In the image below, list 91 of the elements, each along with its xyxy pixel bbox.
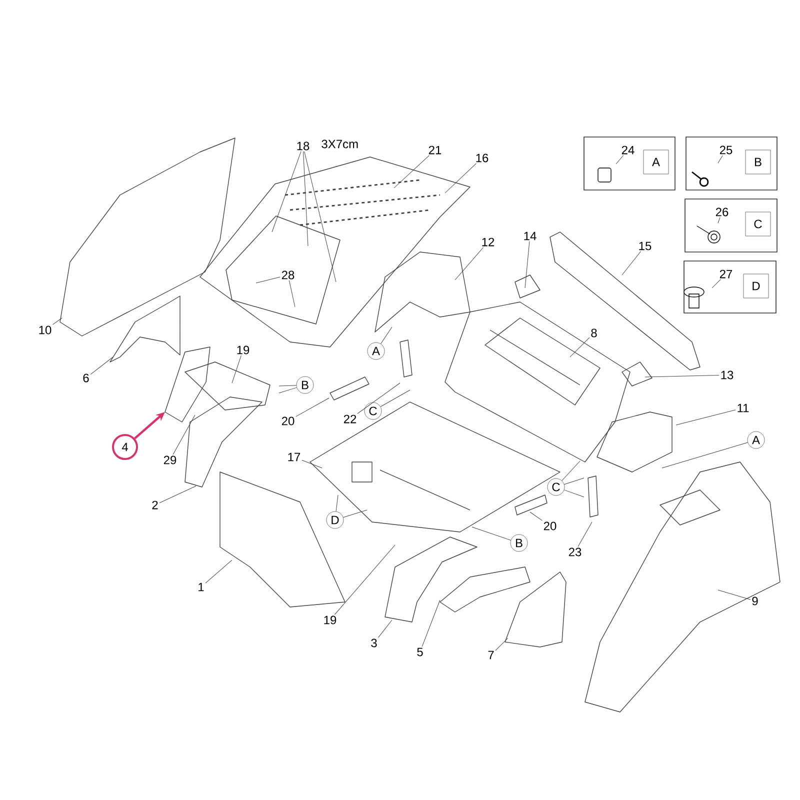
letter-box: A	[643, 150, 669, 174]
circled-letter: B	[296, 376, 314, 394]
callout-number: 9	[752, 596, 758, 606]
leader-line	[205, 560, 232, 584]
callout-number: 26	[716, 208, 728, 216]
callout-number: 28	[282, 270, 294, 280]
leader-line	[303, 151, 308, 246]
dimension-text: 3X7cm	[322, 140, 358, 148]
callout-number: 5	[417, 648, 423, 656]
leader-line	[380, 326, 392, 344]
circled-letter: C	[547, 478, 565, 496]
callout-number: 19	[237, 346, 250, 354]
callout-number: 15	[639, 242, 652, 250]
leader-line	[52, 318, 62, 325]
leader-line	[278, 385, 297, 386]
leader-line	[302, 460, 322, 468]
callout-number: 8	[591, 328, 597, 338]
leader-line	[378, 620, 392, 638]
leader-line	[454, 247, 484, 280]
callout-number: 3	[371, 638, 377, 648]
callout-number: 13	[721, 370, 734, 380]
callout-number: 20	[282, 416, 294, 426]
callout-number: 27	[720, 270, 732, 278]
callout-number: 25	[720, 146, 732, 154]
callout-number: 2	[152, 500, 158, 510]
leader-line	[616, 155, 624, 164]
leader-line	[718, 590, 751, 600]
circled-letter: B	[510, 534, 528, 552]
callout-number: 16	[476, 154, 488, 162]
callout-number: 6	[83, 374, 89, 382]
letter-box: B	[745, 150, 771, 174]
leader-line	[570, 337, 590, 358]
leader-line	[288, 280, 296, 308]
letter-box: C	[745, 212, 771, 236]
leader-line	[562, 460, 580, 481]
leader-line	[159, 486, 196, 504]
leader-line	[336, 494, 338, 512]
leader-line	[530, 512, 542, 521]
leader-line	[422, 600, 440, 647]
callout-number: 29	[164, 456, 176, 464]
callout-number: 17	[288, 452, 300, 462]
letter-box: D	[743, 274, 769, 298]
leader-line	[90, 356, 114, 375]
parts-panel	[686, 136, 778, 190]
leader-line	[357, 382, 400, 414]
leader-line	[380, 390, 410, 407]
callout-number: 4	[112, 434, 138, 460]
leader-line	[256, 276, 280, 284]
leader-line	[712, 279, 721, 288]
circled-letter: A	[747, 431, 765, 449]
leader-line	[272, 151, 302, 232]
leader-line	[564, 490, 584, 498]
parts-panel	[584, 136, 676, 190]
leader-line	[718, 217, 720, 224]
leader-line	[304, 151, 336, 282]
leader-line	[578, 522, 592, 547]
leader-line	[232, 355, 242, 384]
leader-line	[444, 163, 476, 194]
leader-line	[278, 387, 297, 394]
callout-number: 20	[544, 522, 556, 530]
circled-letter: A	[367, 342, 385, 360]
leader-line	[564, 478, 584, 485]
callout-number: 19	[324, 616, 336, 624]
callout-number: 18	[297, 142, 310, 150]
circled-letter: C	[364, 402, 382, 420]
parts-panel	[684, 198, 778, 252]
leader-line	[662, 442, 748, 468]
callout-number: 11	[738, 404, 749, 412]
callout-number: 23	[568, 548, 582, 556]
parts-panel	[684, 260, 776, 314]
leader-line	[172, 414, 196, 455]
leader-line	[334, 544, 396, 615]
callout-number: 24	[622, 146, 634, 154]
leader-line	[644, 374, 720, 378]
callout-number: 22	[344, 414, 356, 424]
leader-line	[495, 638, 508, 651]
callout-number: 7	[488, 650, 494, 660]
leader-line	[676, 410, 736, 426]
callout-number: 10	[39, 326, 52, 334]
leader-line	[472, 526, 512, 540]
circled-letter: D	[326, 511, 344, 529]
callout-number: 14	[524, 232, 536, 240]
callout-number: 12	[482, 238, 494, 246]
leader-line	[296, 398, 330, 417]
leader-line	[524, 241, 530, 288]
callout-number: 21	[428, 146, 442, 154]
leader-line	[718, 155, 723, 164]
callout-number: 1	[198, 582, 204, 592]
leader-line	[622, 251, 641, 276]
leader-line	[343, 510, 368, 518]
leader-line	[394, 155, 430, 188]
